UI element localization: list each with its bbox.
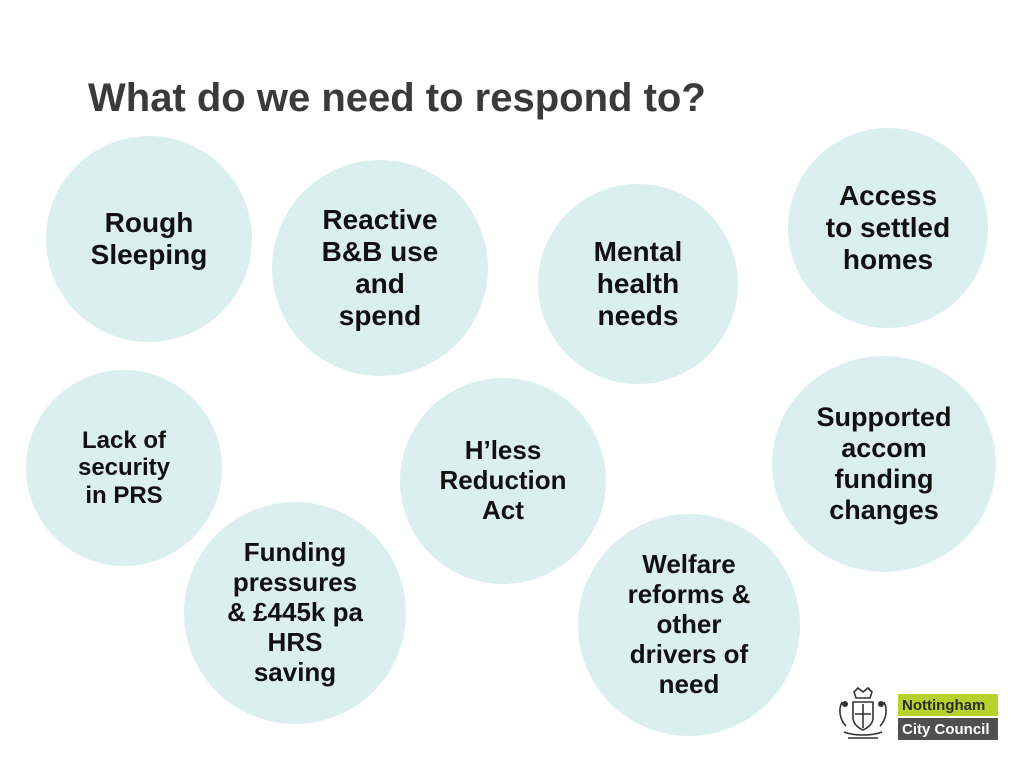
bubble-label: Access to settled homes [825, 179, 951, 276]
bubble-label: Welfare reforms & other drivers of need [627, 549, 751, 699]
bubble-label: Funding pressures & £445k pa HRS saving [227, 537, 363, 687]
coat-of-arms-icon [839, 686, 887, 739]
council-logo: Nottingham City Council [836, 686, 1000, 744]
bubble-label: Reactive B&B use and spend [321, 203, 439, 332]
bubble-reactive-bb: Reactive B&B use and spend [272, 160, 488, 376]
logo-city-council: City Council [898, 718, 998, 740]
bubble-access-settled-homes: Access to settled homes [788, 128, 988, 328]
bubble-label: Supported accom funding changes [816, 401, 952, 526]
slide-title: What do we need to respond to? [88, 76, 706, 120]
bubble-funding-pressures: Funding pressures & £445k pa HRS saving [184, 502, 406, 724]
logo-nottingham: Nottingham [898, 694, 998, 716]
bubble-welfare-reforms: Welfare reforms & other drivers of need [578, 514, 800, 736]
bubble-lack-of-security: Lack of security in PRS [26, 370, 222, 566]
bubble-rough-sleeping: Rough Sleeping [46, 136, 252, 342]
bubble-label: Mental health needs [593, 235, 683, 332]
bubble-mental-health: Mental health needs [538, 184, 738, 384]
bubble-homelessness-reduction-act: H’less Reduction Act [400, 378, 606, 584]
bubble-label: Rough Sleeping [90, 206, 208, 270]
bubble-supported-accom: Supported accom funding changes [772, 356, 996, 572]
bubble-label: H’less Reduction Act [439, 435, 567, 525]
bubble-label: Lack of security in PRS [77, 426, 171, 509]
